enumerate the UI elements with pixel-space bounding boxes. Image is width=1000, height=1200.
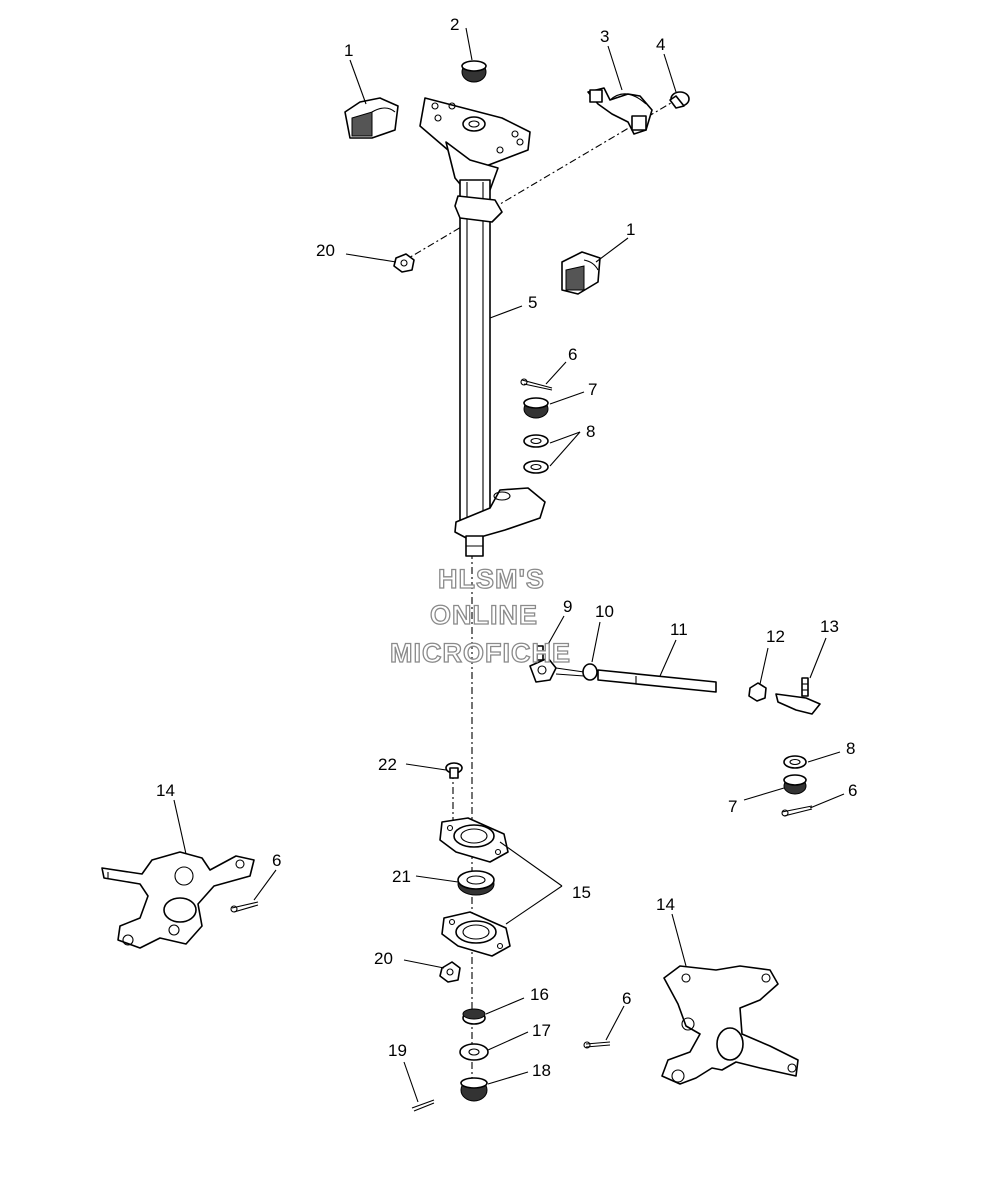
tie-rod-nut	[748, 682, 767, 702]
callout-4: 4	[656, 35, 665, 54]
knuckle-right	[661, 965, 799, 1085]
tie-rod-end-left	[529, 645, 585, 683]
bearing	[457, 870, 495, 896]
callout-18: 18	[532, 1061, 551, 1080]
cotter-pin-upper	[520, 378, 553, 391]
callout-6-left: 6	[272, 851, 281, 870]
castle-nut-upper	[523, 397, 549, 419]
washer-upper-a	[523, 434, 549, 448]
leader-lines	[173, 27, 845, 1103]
watermark-line-1: HLSM'S	[438, 564, 545, 594]
knuckle-left	[101, 851, 255, 949]
washer-upper-b	[523, 460, 549, 474]
callout-19: 19	[388, 1041, 407, 1060]
callout-1-lower: 1	[626, 220, 635, 239]
pin-lower	[411, 1099, 435, 1112]
watermark: HLSM'S ONLINE MICROFICHE	[389, 563, 571, 668]
callout-20-lower: 20	[374, 949, 393, 968]
callout-14-right: 14	[656, 895, 675, 914]
callout-3: 3	[600, 27, 609, 46]
callout-11: 11	[670, 620, 688, 639]
callout-17: 17	[532, 1021, 551, 1040]
callout-21: 21	[392, 867, 411, 886]
flange-plate-lower	[441, 911, 511, 957]
steering-post	[419, 97, 546, 557]
tie-rod	[597, 669, 717, 693]
callout-1-upper: 1	[344, 41, 353, 60]
callout-15: 15	[572, 883, 591, 902]
castle-nut-lower	[460, 1077, 488, 1102]
callout-7-right: 7	[728, 797, 737, 816]
callout-8-upper: 8	[586, 422, 595, 441]
callout-10: 10	[595, 602, 614, 621]
tie-rod-end-right	[775, 677, 821, 715]
castle-nut-right	[783, 774, 807, 795]
spacer	[462, 1008, 486, 1025]
callout-6-right: 6	[848, 781, 857, 800]
watermark-line-2: ONLINE	[430, 600, 538, 630]
callout-20-upper: 20	[316, 241, 335, 260]
callout-14-left: 14	[156, 781, 175, 800]
washer-right	[783, 755, 807, 769]
nut-top	[461, 60, 487, 83]
jam-nut	[582, 663, 598, 681]
nut-lower	[439, 961, 461, 983]
cotter-pin-left	[230, 901, 259, 913]
clamp	[587, 87, 653, 135]
bushing-upper	[344, 97, 399, 139]
cotter-pin-lower	[583, 1041, 611, 1049]
cotter-pin-right	[781, 805, 813, 817]
callout-7-upper: 7	[588, 380, 597, 399]
bushing-lower	[561, 251, 601, 295]
washer-lower	[459, 1043, 489, 1061]
callout-16: 16	[530, 985, 549, 1004]
callout-13: 13	[820, 617, 839, 636]
callout-5: 5	[528, 293, 537, 312]
bolt-clamp	[669, 91, 690, 109]
callout-12: 12	[766, 627, 785, 646]
bolt-small	[445, 762, 463, 779]
callout-9: 9	[563, 597, 572, 616]
callout-2: 2	[450, 15, 459, 34]
callout-6-lower: 6	[622, 989, 631, 1008]
nut-upper	[393, 253, 415, 273]
callout-22: 22	[378, 755, 397, 774]
flange-plate-upper	[439, 817, 509, 863]
callout-8-right: 8	[846, 739, 855, 758]
callout-6-upper: 6	[568, 345, 577, 364]
watermark-line-3: MICROFICHE	[390, 638, 571, 668]
